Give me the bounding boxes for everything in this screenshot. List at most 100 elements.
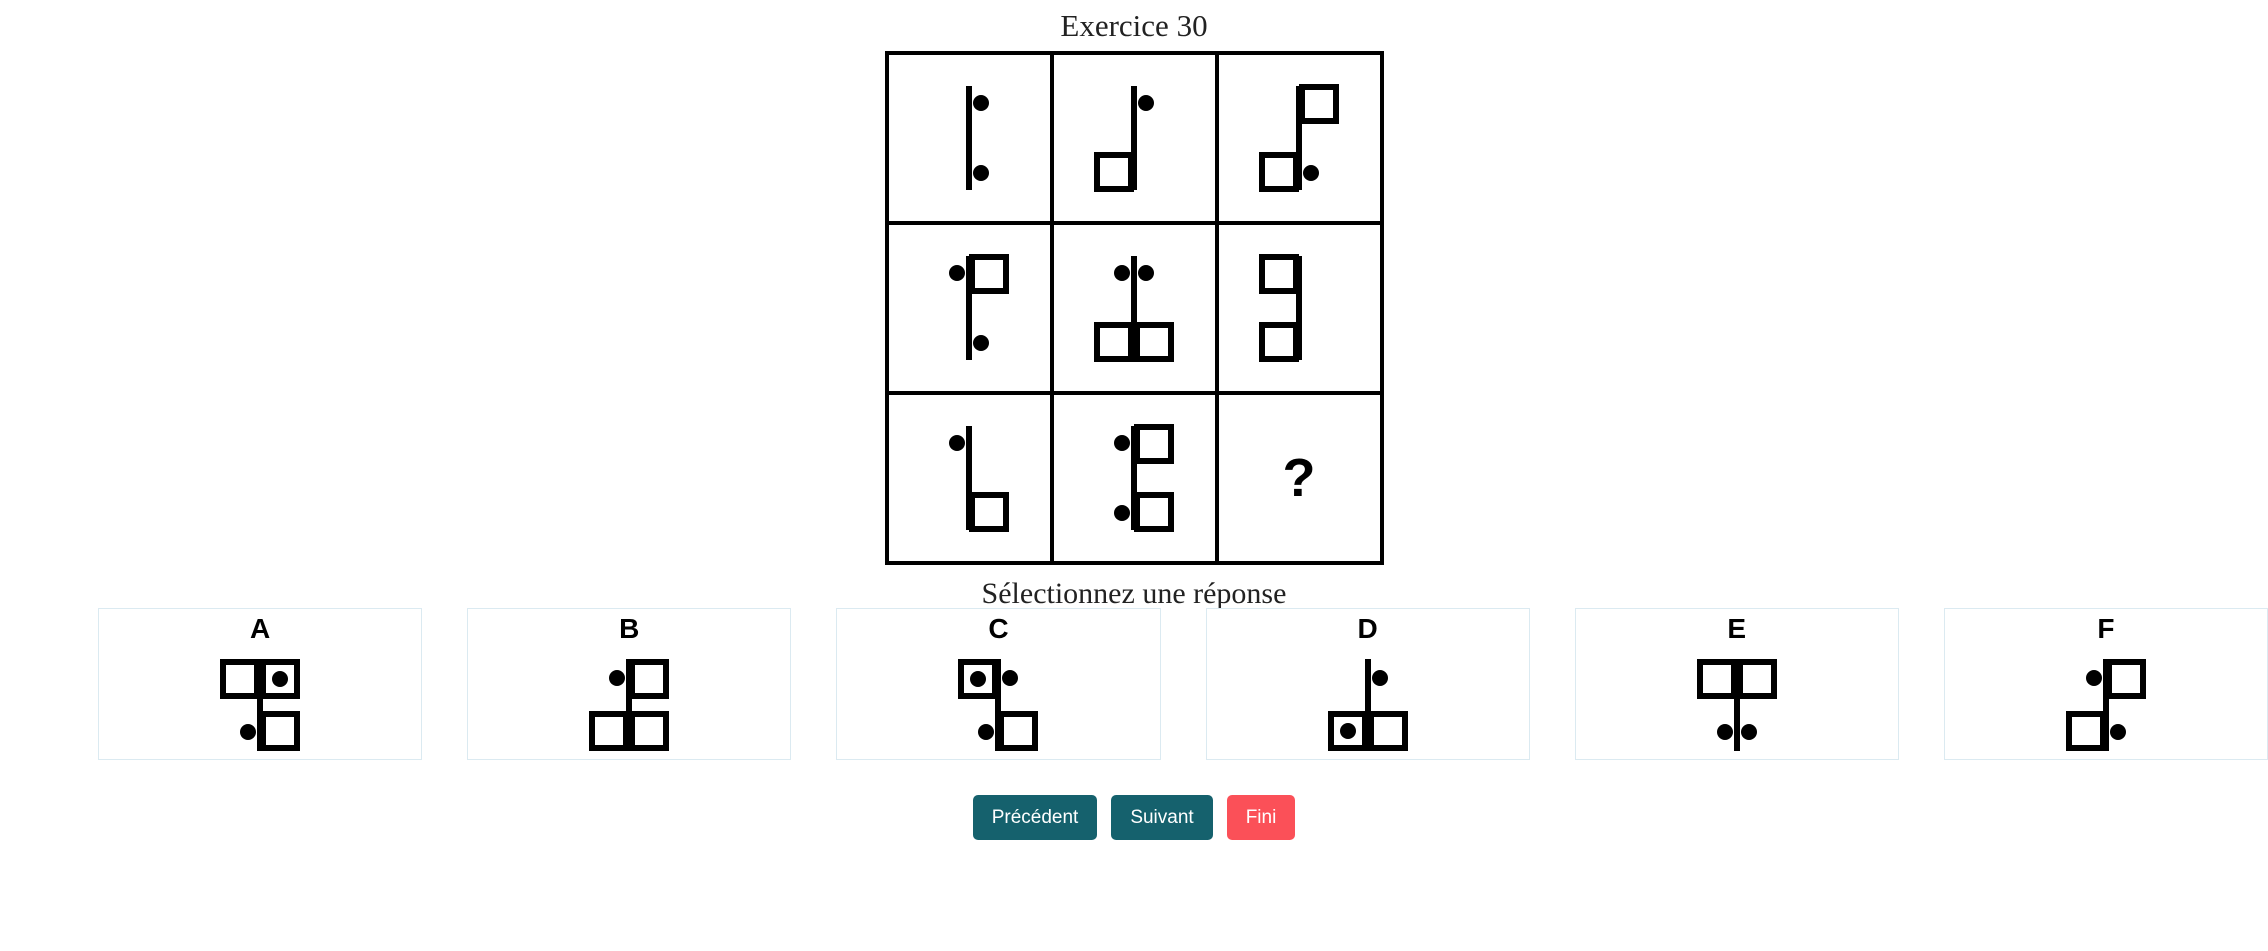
option-card-A[interactable]: A	[98, 608, 423, 760]
dot-shape	[1114, 265, 1130, 281]
matrix-cell-r1c1	[888, 55, 1054, 225]
next-button[interactable]: Suivant	[1111, 795, 1213, 840]
vertical-stem	[1131, 86, 1137, 190]
glyph-slot-bl	[210, 711, 260, 751]
square-shape	[1299, 84, 1339, 124]
square-shape	[2065, 711, 2106, 751]
figure-glyph	[938, 657, 1058, 753]
glyph-slot-tl	[1318, 659, 1368, 699]
finish-button[interactable]: Fini	[1226, 795, 1296, 840]
glyph-slot-bl	[1249, 320, 1299, 362]
vertical-stem	[2102, 659, 2109, 751]
dot-shape	[1114, 435, 1130, 451]
dot-shape	[2085, 670, 2102, 686]
glyph-slot-tl	[1084, 424, 1134, 466]
figure-glyph	[1074, 418, 1194, 538]
square-shape	[998, 711, 1039, 751]
dot-shape	[1138, 265, 1154, 281]
dot-shape	[2109, 724, 2126, 740]
vertical-stem	[1296, 86, 1302, 190]
glyph-slot-tl	[919, 84, 969, 126]
figure-glyph	[1239, 248, 1359, 368]
option-letter-D: D	[1357, 613, 1378, 644]
figure-glyph	[1308, 657, 1428, 753]
figure-glyph	[909, 248, 1029, 368]
dot-shape	[973, 335, 989, 351]
glyph-slot-br	[969, 150, 1019, 192]
square-shape	[1259, 322, 1299, 362]
square-shape	[1259, 254, 1299, 294]
glyph-slot-br	[998, 711, 1048, 751]
square-shape	[969, 254, 1009, 294]
glyph-slot-br	[1367, 711, 1418, 751]
glyph-slot-tl	[919, 254, 969, 296]
glyph-slot-tr	[998, 659, 1048, 699]
glyph-slot-tr	[1368, 659, 1418, 699]
glyph-slot-tr	[1736, 659, 1787, 699]
glyph-slot-tl	[1249, 84, 1299, 126]
matrix-cell-r2c1	[888, 225, 1054, 395]
glyph-slot-tr	[1299, 84, 1349, 126]
matrix-container: ?	[0, 51, 2268, 565]
dot-shape	[970, 671, 987, 687]
square-shape	[629, 659, 670, 699]
glyph-slot-tl	[210, 659, 261, 699]
glyph-slot-tl	[1084, 254, 1134, 296]
glyph-slot-br	[1299, 150, 1349, 192]
dot-shape	[1371, 670, 1388, 686]
figure-glyph	[1074, 78, 1194, 198]
option-card-B[interactable]: B	[467, 608, 792, 760]
matrix-cell-r3c1	[888, 395, 1054, 565]
matrix-cell-r1c3	[1218, 55, 1384, 225]
dot-shape	[609, 670, 626, 686]
square-shape	[1367, 711, 1408, 751]
navigation-footer: Précédent Suivant Fini	[0, 795, 2268, 840]
square-shape	[1259, 152, 1299, 192]
dot-shape	[1740, 724, 1757, 740]
option-card-E[interactable]: E	[1574, 608, 1899, 760]
option-letter-B: B	[619, 613, 640, 644]
option-card-D[interactable]: D	[1205, 608, 1530, 760]
square-shape	[629, 711, 670, 751]
option-figure-D	[1308, 657, 1428, 753]
option-card-F[interactable]: F	[1943, 608, 2268, 760]
matrix-cell-r3c2	[1053, 395, 1219, 565]
glyph-slot-tr	[1299, 254, 1349, 296]
glyph-slot-bl	[1084, 320, 1134, 362]
vertical-stem	[1733, 659, 1740, 751]
option-figure-F	[2046, 657, 2166, 753]
page-title: Exercice 30	[1060, 8, 1208, 43]
glyph-slot-tr	[969, 424, 1019, 466]
option-card-C[interactable]: C	[836, 608, 1161, 760]
figure-glyph	[1074, 248, 1194, 368]
square-shape	[1696, 659, 1737, 699]
figure-glyph	[1677, 657, 1797, 753]
square-shape	[1134, 492, 1174, 532]
dot-shape	[1138, 95, 1154, 111]
figure-glyph: ?	[1239, 418, 1359, 538]
vertical-stem	[1131, 426, 1137, 530]
square-shape	[1134, 322, 1174, 362]
option-letter-F: F	[2097, 613, 2115, 644]
option-letter-A: A	[249, 613, 271, 644]
glyph-slot-tr	[2105, 659, 2156, 699]
glyph-slot-bl	[948, 711, 998, 751]
square-shape	[1134, 424, 1174, 464]
vertical-stem	[1131, 256, 1137, 360]
previous-button[interactable]: Précédent	[972, 795, 1098, 840]
glyph-slot-tl	[579, 659, 629, 699]
option-figure-B	[569, 657, 689, 753]
vertical-stem	[1296, 256, 1302, 360]
glyph-slot-br	[1134, 490, 1184, 532]
glyph-slot-tl	[919, 424, 969, 466]
option-figure-C	[938, 657, 1058, 753]
glyph-slot-bl	[919, 150, 969, 192]
square-shape	[260, 711, 301, 751]
square-shape	[1094, 152, 1134, 192]
dot-shape	[1339, 723, 1356, 739]
glyph-slot-tr	[969, 84, 1019, 126]
matrix-cell-r3c3: ?	[1218, 395, 1384, 565]
vertical-stem	[966, 426, 972, 530]
dot-shape	[1114, 505, 1130, 521]
glyph-slot-bl	[579, 711, 630, 751]
